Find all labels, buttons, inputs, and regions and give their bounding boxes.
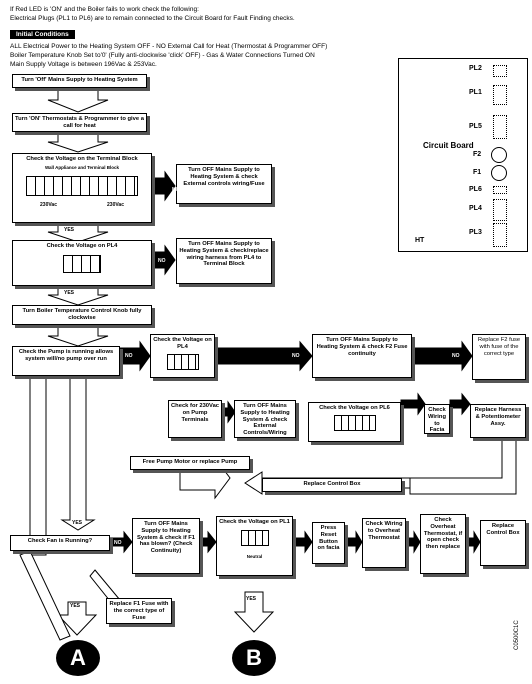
- pl4-title: Check the Voltage on PL4: [46, 243, 118, 249]
- circuit-board-title: Circuit Board: [423, 141, 474, 150]
- pl6-label: PL6: [469, 186, 482, 193]
- no-label: NO: [452, 353, 460, 359]
- f2-label: F2: [473, 151, 482, 158]
- pl4-connector: [493, 199, 507, 221]
- pl3-connector: [493, 223, 507, 247]
- ht-label: HT: [415, 237, 425, 244]
- pl5-label: PL5: [469, 123, 482, 130]
- step-check-pl1: Check the Voltage on PL1 Neutral: [216, 516, 293, 576]
- pl1-connector: [493, 85, 507, 105]
- pl4-voltage-diagram: [166, 353, 199, 370]
- conditions-title: Initial Conditions: [10, 30, 75, 39]
- connector-a: A: [56, 640, 100, 676]
- terminal-block-diagram: [26, 175, 138, 196]
- yes-label: YES: [64, 227, 75, 233]
- no-label: NO: [114, 540, 122, 546]
- step-check-pl4-voltage: Check the Voltage on PL4: [150, 334, 215, 378]
- pl6-title: Check the Voltage on PL6: [319, 405, 390, 411]
- step-check-terminal-block: Check the Voltage on the Terminal Block …: [12, 153, 152, 223]
- step-check-pl4: Check the Voltage on PL4: [12, 240, 152, 286]
- step-replace-f2: Replace F2 fuse with fuse of the correct…: [472, 334, 526, 380]
- yes-label: YES: [70, 603, 81, 609]
- pl4-plug-diagram: [63, 254, 101, 273]
- terminal-block-subtitle: Wall Appliance and Terminal Block: [44, 164, 120, 170]
- condition-1: ALL Electrical Power to the Heating Syst…: [10, 43, 328, 50]
- step-replace-harness-pl4: Turn OFF Mains Supply to Heating System …: [176, 238, 272, 284]
- pl1-diagram: [240, 529, 269, 546]
- step-check-fan-running: Check Fan is Running?: [10, 535, 110, 551]
- f1-fuse: [491, 165, 507, 181]
- pl2-connector: [493, 65, 507, 77]
- step-check-pl6: Check the Voltage on PL6: [308, 402, 401, 442]
- step-turn-temperature-knob: Turn Boiler Temperature Control Knob ful…: [12, 305, 152, 325]
- step-check-external-controls: Turn OFF Mains Supply to Heating System …: [176, 164, 272, 204]
- document-code: C0500C1C: [514, 620, 520, 650]
- step-free-pump: Free Pump Motor or replace Pump: [130, 456, 250, 470]
- step-replace-harness-potentiometer: Replace Harness & Potentiometer Assy.: [470, 404, 526, 438]
- terminal-block-title: Check the Voltage on the Terminal Block: [26, 156, 138, 162]
- condition-2: Boiler Temperature Knob Set to'0' (Fully…: [10, 52, 315, 59]
- yes-label: YES: [72, 520, 83, 526]
- step-check-f1: Turn OFF Mains Supply to Heating System …: [132, 518, 200, 574]
- intro-line-2: Electrical Plugs (PL1 to PL6) are to rem…: [10, 15, 295, 22]
- step-turn-on-thermostats: Turn 'ON' Thermostats & Programmer to gi…: [12, 113, 147, 132]
- yes-label: YES: [246, 596, 257, 602]
- step-check-f2-fuse: Turn OFF Mains Supply to Heating System …: [312, 334, 412, 378]
- pl1-title: Check the Voltage on PL1: [219, 519, 290, 525]
- pl4-label: PL4: [469, 205, 482, 212]
- intro-line-1: If Red LED is 'ON' and the Boiler fails …: [10, 6, 199, 13]
- no-label: NO: [292, 353, 300, 359]
- no-label: NO: [172, 187, 180, 193]
- pl2-label: PL2: [469, 65, 482, 72]
- no-label: NO: [158, 258, 166, 264]
- connector-b: B: [232, 640, 276, 676]
- step-turn-off-mains: Turn 'Off' Mains Supply to Heating Syste…: [12, 74, 147, 88]
- pl4-voltage-title: Check the Voltage on PL4: [153, 337, 212, 350]
- step-replace-control-box: Replace Control Box: [262, 478, 402, 492]
- pl5-connector: [493, 115, 507, 139]
- circuit-board-panel: Circuit Board PL2 PL1 PL5 F2 F1 PL6 PL4 …: [398, 58, 528, 252]
- step-check-overheat-wiring: Check Wiring to Overheat Thermostat: [362, 518, 406, 568]
- pl3-label: PL3: [469, 229, 482, 236]
- condition-3: Main Supply Voltage is between 196Vac & …: [10, 61, 157, 68]
- voltage-label: 230Vac: [40, 201, 57, 208]
- step-check-pump-terminals: Check for 230Vac on Pump Terminals: [168, 400, 222, 438]
- step-check-overheat-thermostat: Check Overheat Thermostat, if open check…: [420, 514, 466, 574]
- f2-fuse: [491, 147, 507, 163]
- f1-label: F1: [473, 169, 482, 176]
- step-replace-f1: Replace F1 Fuse with the correct type of…: [106, 598, 172, 624]
- no-label: NO: [125, 353, 133, 359]
- step-press-reset: Press Reset Button on facia: [312, 522, 345, 564]
- step-check-external-wiring: Turn OFF Mains Supply to Heating System …: [234, 400, 296, 438]
- pl1-label: PL1: [469, 89, 482, 96]
- step-check-facia-wiring: Check Wiring to Facia Assy.: [424, 404, 450, 434]
- voltage-label-2: 230Vac: [107, 201, 124, 208]
- pl6-connector: [493, 186, 507, 194]
- neutral-label: Neutral: [246, 553, 263, 559]
- step-replace-control-box-2: Replace Control Box: [480, 520, 526, 566]
- pl6-diagram: [333, 414, 376, 431]
- step-check-pump-running: Check the Pump is running allows system …: [12, 346, 120, 376]
- yes-label: YES: [64, 290, 75, 296]
